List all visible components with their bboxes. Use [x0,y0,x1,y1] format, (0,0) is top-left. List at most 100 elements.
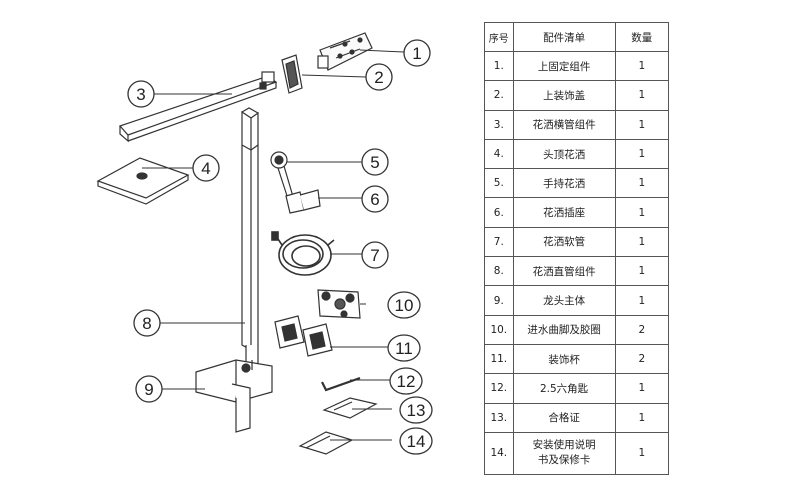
cell-no: 13. [484,402,514,433]
cell-name: 头顶花洒 [512,138,616,170]
cell-name: 上装饰盖 [512,80,616,111]
svg-text:7: 7 [370,246,379,265]
cell-no: 12. [484,373,514,404]
part-upper-cover [281,54,303,94]
cell-name: 花洒插座 [512,197,616,228]
callout-10: 10 [387,291,421,319]
parts-exploded-diagram: 1 2 3 4 5 6 7 8 9 10 11 12 13 14 [96,32,433,455]
cell-name: 安装使用说明书及保修卡 [512,431,616,475]
cell-qty: 1 [614,373,670,404]
svg-text:11: 11 [395,339,413,358]
callout-7: 7 [361,241,389,269]
cell-no: 8. [484,256,514,287]
cell-no: 14. [484,431,514,475]
cell-name: 装饰杯 [512,343,616,375]
table-header-row: 序号 配件清单 数量 [484,22,670,52]
svg-text:14: 14 [407,432,426,451]
part-horizontal-arm [118,71,278,143]
cell-qty: 1 [614,168,670,199]
cell-no: 4. [484,138,514,170]
callout-12: 12 [389,367,423,395]
cell-name: 花洒横管组件 [512,109,616,140]
cell-no: 10. [484,314,514,345]
callout-11: 11 [387,334,421,362]
cell-name: 上固定组件 [512,50,616,82]
cell-qty: 1 [614,138,670,170]
callout-4: 4 [192,154,220,182]
cell-name: 龙头主体 [512,285,616,316]
svg-text:6: 6 [370,190,379,209]
cell-name: 进水曲脚及胶圈 [512,314,616,345]
part-overhead-shower [96,157,190,205]
cell-qty: 1 [614,50,670,82]
part-certificate [322,397,378,419]
cell-name: 花洒软管 [512,226,616,258]
cell-qty: 1 [614,109,670,140]
svg-text:9: 9 [144,380,153,399]
svg-text:4: 4 [201,159,210,178]
cell-qty: 2 [614,314,670,345]
cell-qty: 1 [614,226,670,258]
cell-no: 1. [484,50,514,82]
part-mixer-body [195,359,273,433]
cell-qty: 1 [614,80,670,111]
svg-text:1: 1 [412,44,421,63]
part-inlet-elbows [317,289,361,319]
callout-1: 1 [403,39,431,67]
header-qty: 数量 [614,22,670,52]
cell-name: 合格证 [512,402,616,433]
callout-14: 14 [399,427,433,455]
cell-no: 2. [484,80,514,111]
svg-text:2: 2 [374,68,383,87]
cell-no: 7. [484,226,514,258]
part-manual [298,431,354,455]
part-hex-key [321,376,361,392]
callout-9: 9 [135,375,163,403]
cell-name: 花洒直管组件 [512,256,616,287]
part-decorative-cups [274,315,333,357]
cell-name: 2.5六角匙 [512,373,616,404]
cell-no: 9. [484,285,514,316]
cell-qty: 2 [614,343,670,375]
cell-no: 11. [484,343,514,375]
header-name: 配件清单 [512,22,616,52]
svg-text:12: 12 [397,372,416,391]
callout-2: 2 [365,63,393,91]
part-hose [271,231,335,276]
callout-3: 3 [127,80,155,108]
cell-qty: 1 [614,197,670,228]
callout-13: 13 [399,396,433,424]
leader-lines [142,49,405,441]
cell-no: 3. [484,109,514,140]
header-no: 序号 [484,22,514,52]
cell-qty: 1 [614,285,670,316]
svg-text:5: 5 [370,153,379,172]
part-vertical-pipe [241,107,259,366]
cell-qty: 1 [614,431,670,475]
svg-text:8: 8 [142,314,151,333]
svg-text:3: 3 [136,85,145,104]
callout-8: 8 [133,309,161,337]
cell-no: 5. [484,168,514,199]
part-hand-shower [270,151,295,203]
cell-name: 手持花洒 [512,168,616,199]
part-upper-fixing-bracket [317,32,373,71]
svg-text:13: 13 [407,401,426,420]
callout-markers: 1 2 3 4 5 6 7 8 9 10 11 12 13 14 [127,39,433,455]
